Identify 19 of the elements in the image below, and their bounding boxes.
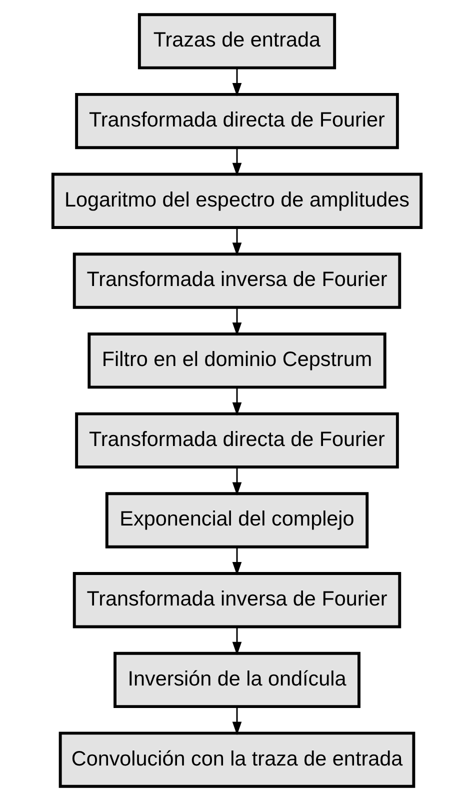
arrow — [232, 626, 242, 656]
node-box: Filtro en el dominio Cepstrum — [88, 332, 386, 389]
node-box: Transformada directa de Fourier — [75, 412, 399, 469]
arrow — [232, 68, 242, 96]
arrow — [232, 228, 242, 256]
arrow — [232, 546, 242, 576]
arrow — [232, 307, 242, 336]
node-box: Transformada inversa de Fourier — [72, 252, 402, 309]
node-box: Exponencial del complejo — [105, 492, 369, 548]
arrow — [232, 387, 242, 416]
node-box: Transformada directa de Fourier — [75, 92, 399, 150]
arrow — [232, 148, 242, 176]
node-box: Logaritmo del espectro de amplitudes — [51, 172, 423, 229]
arrow — [232, 706, 242, 736]
node-box: Inversión de la ondícula — [114, 652, 360, 708]
arrow — [232, 467, 242, 496]
node-box: Convolución con la traza de entrada — [58, 732, 416, 788]
node-box: Trazas de entrada — [138, 13, 336, 70]
node-box: Transformada inversa de Fourier — [72, 572, 402, 628]
